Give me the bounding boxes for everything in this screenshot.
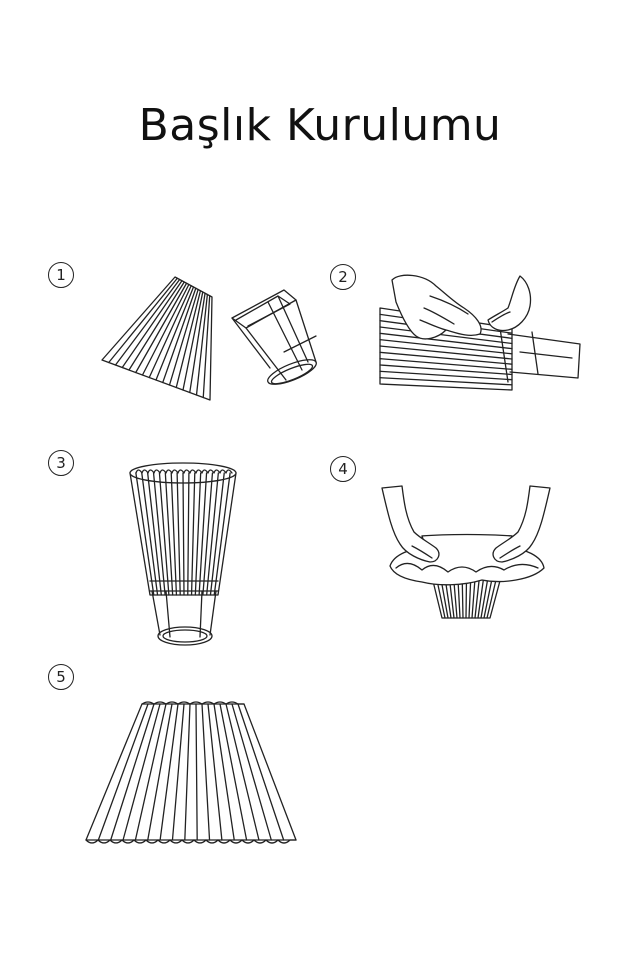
step-number-1: 1 (48, 262, 74, 288)
step-number-2: 2 (330, 264, 356, 290)
page-title: Başlık Kurulumu (138, 100, 502, 151)
finished-shade-illustration (82, 700, 300, 850)
step-number-4: 4 (330, 456, 356, 482)
wire-frame-illustration (228, 282, 324, 386)
step-number-3: 3 (48, 450, 74, 476)
hands-shape-opening-illustration (382, 484, 552, 624)
step-number-5: 5 (48, 664, 74, 690)
pleated-shade-illustration (100, 275, 220, 405)
shade-on-frame-illustration (126, 455, 242, 650)
hands-insert-frame-illustration (372, 272, 587, 397)
